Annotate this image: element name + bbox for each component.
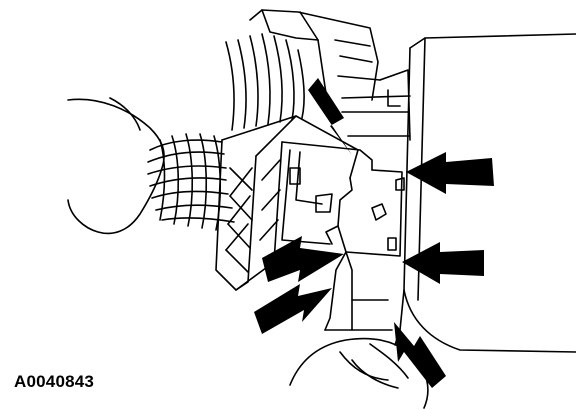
connector-face (281, 141, 405, 331)
figure-id-label: A0040843 (14, 372, 95, 391)
module-housing (394, 33, 576, 353)
arrow-upper-right-tab (406, 152, 494, 194)
arrow-middle-left-tab (262, 236, 344, 282)
arrow-lower-left-tab (254, 284, 332, 334)
arrow-upper-left-tab (304, 78, 352, 155)
arrow-lower-right-tab (394, 322, 446, 388)
arrow-middle-right-tab (402, 242, 484, 284)
wire-harness (147, 33, 305, 231)
upper-connector-body (249, 9, 411, 141)
left-hand-outline (67, 97, 165, 235)
